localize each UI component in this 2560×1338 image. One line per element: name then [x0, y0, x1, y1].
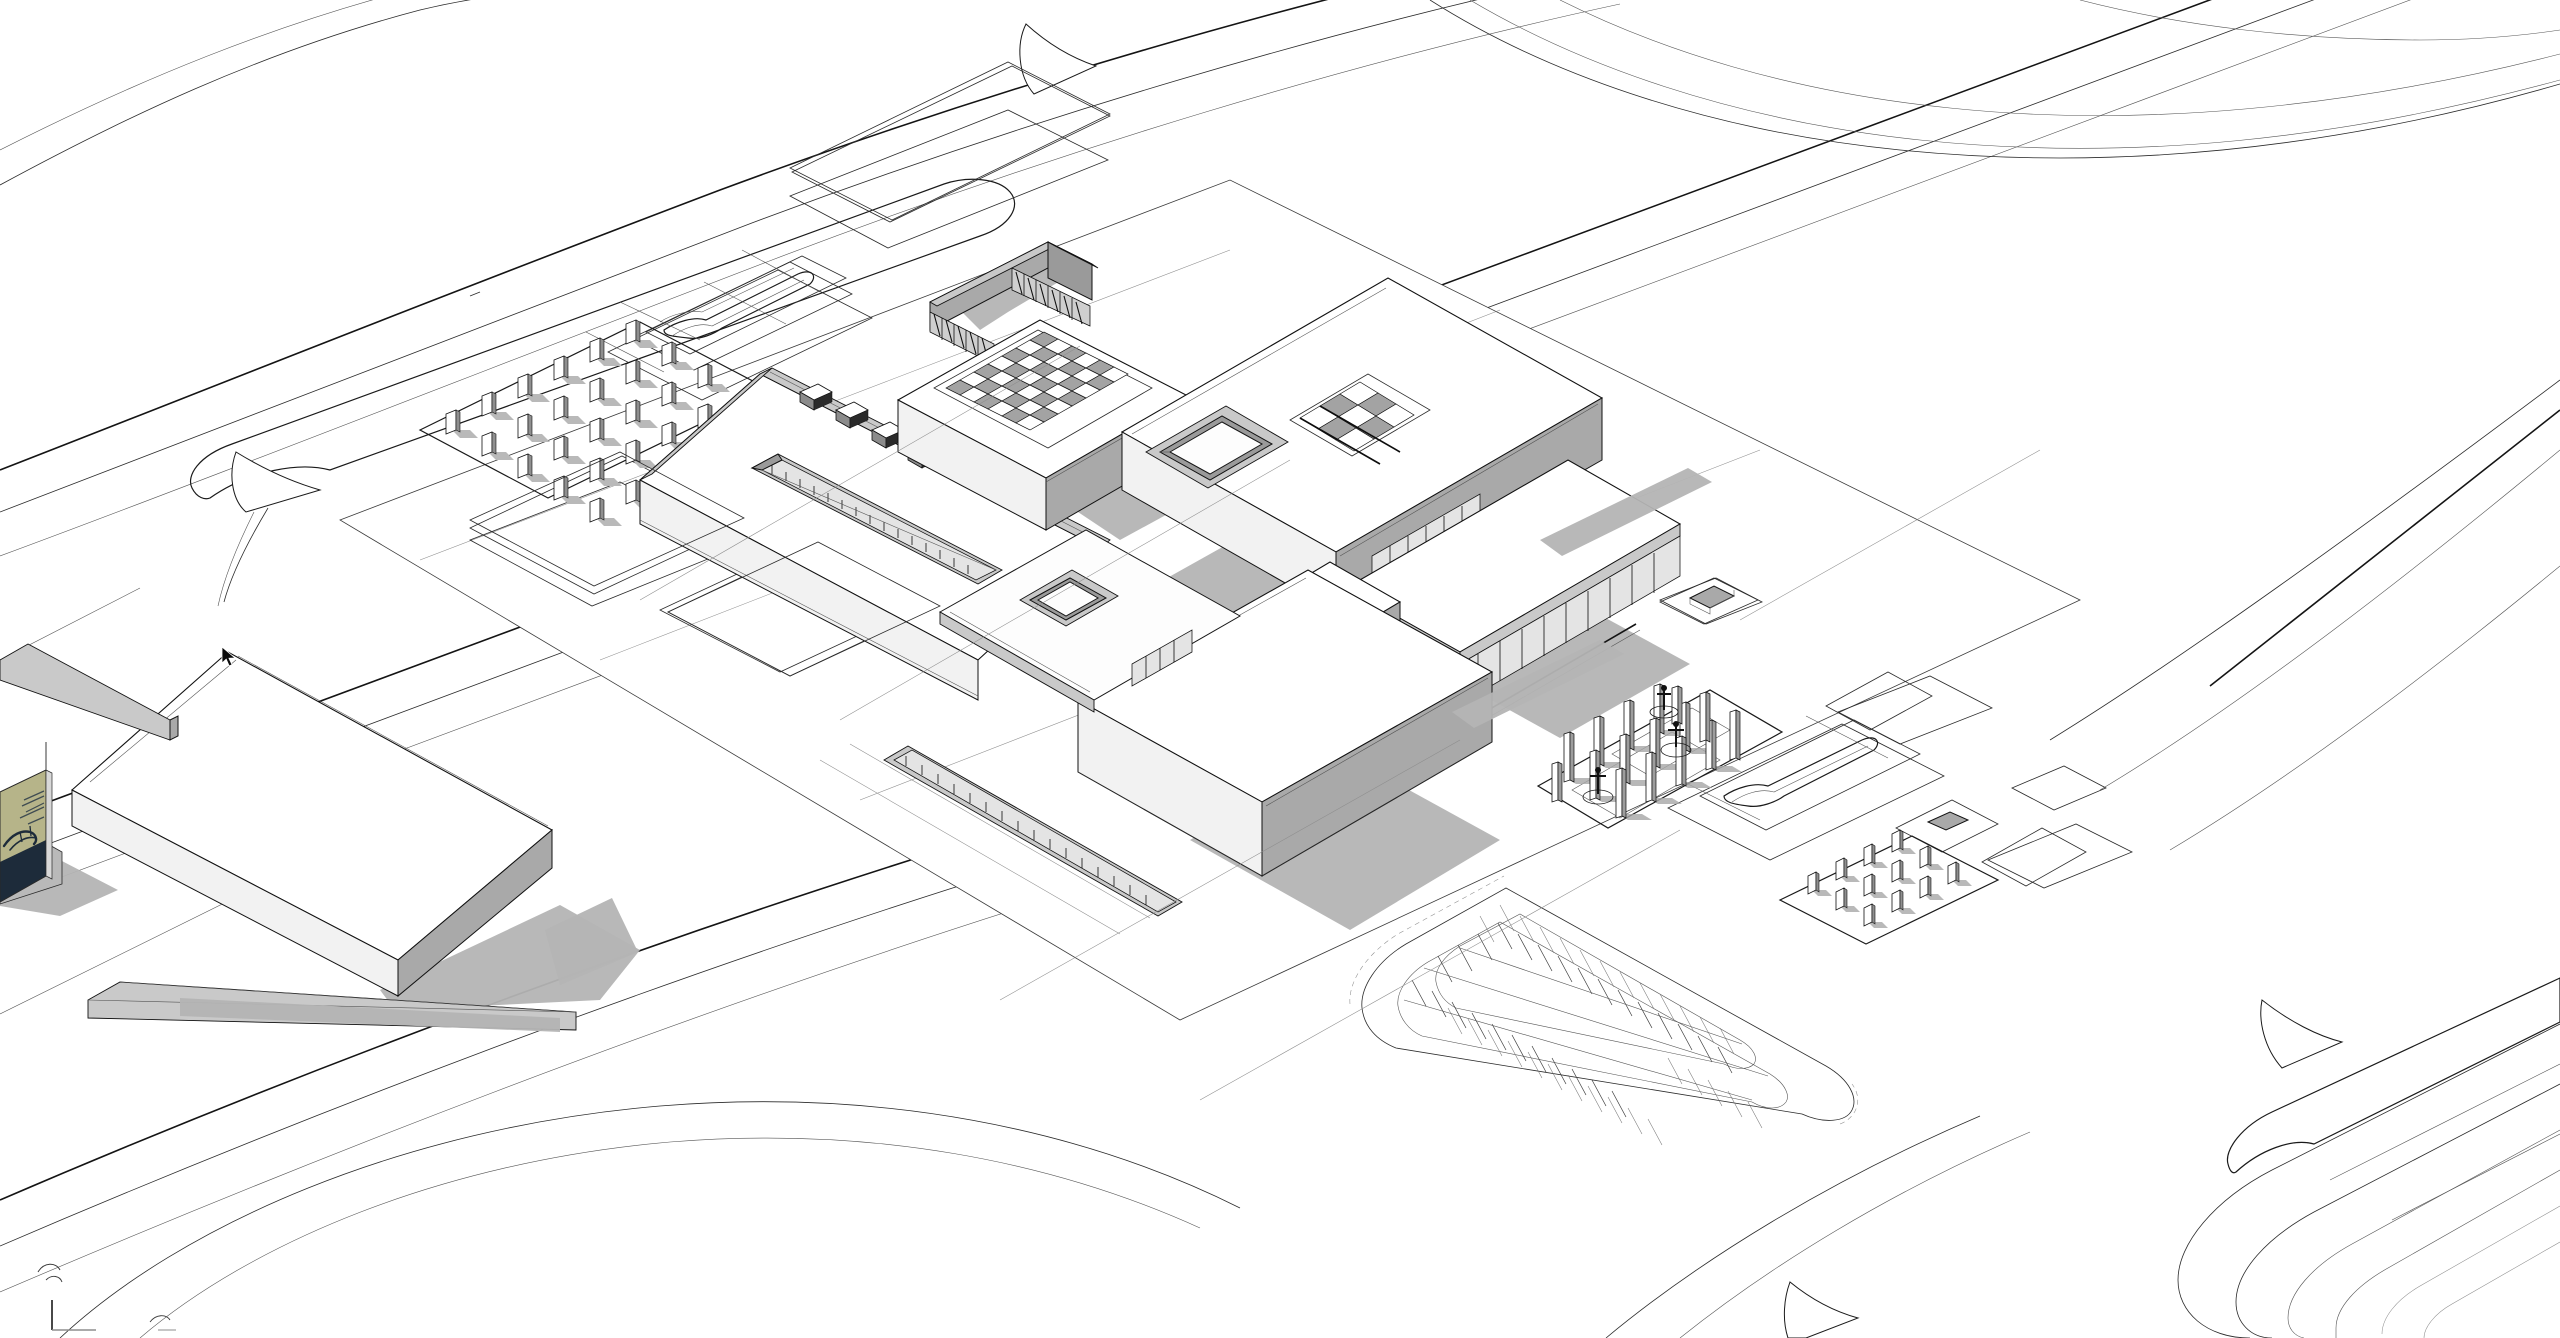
plaza-ribbon — [819, 743, 1183, 935]
perforated-screen-right — [1011, 267, 1091, 327]
site-signboard[interactable] — [0, 742, 118, 916]
hall-skylight-grid — [1289, 373, 1431, 465]
entry-wall — [929, 241, 1099, 365]
playground — [1536, 683, 1784, 829]
play-equipment — [1582, 685, 1692, 805]
tree-panel-row — [445, 319, 658, 438]
yield-marking-s — [1783, 1281, 1860, 1338]
ribbon-skylight — [750, 453, 1003, 585]
south-block — [1076, 569, 1500, 930]
podium-skylight — [1019, 569, 1119, 627]
scale-figure-tree — [37, 1263, 176, 1331]
se-pads — [1825, 671, 2087, 887]
water-feature-east — [1667, 715, 1945, 861]
utility-pad — [1895, 799, 1999, 853]
west-retaining-walls — [0, 643, 577, 1032]
plaza-shadow-band — [1452, 468, 1712, 728]
equipment-pad — [1659, 577, 1759, 625]
yield-marking-n — [1019, 23, 1098, 95]
perforated-screen-left — [929, 311, 995, 365]
terraced-contours — [2177, 1023, 2560, 1338]
plaza-planter-strip — [883, 745, 1183, 917]
yield-marking-e — [2260, 999, 2344, 1069]
west-block — [71, 651, 640, 1010]
water-feature-north — [585, 249, 873, 401]
yield-marking-nw — [231, 451, 322, 513]
parking-lot — [1349, 875, 1858, 1146]
tree-grid-east — [1778, 829, 2000, 945]
podium-glazing — [1131, 629, 1193, 687]
left-plots — [469, 61, 1111, 677]
courtyard — [1145, 405, 1289, 489]
tree-grid-north — [418, 319, 772, 526]
podium — [938, 529, 1242, 713]
coffered-skylight — [933, 329, 1153, 449]
site-grid-lines — [639, 345, 2041, 1101]
